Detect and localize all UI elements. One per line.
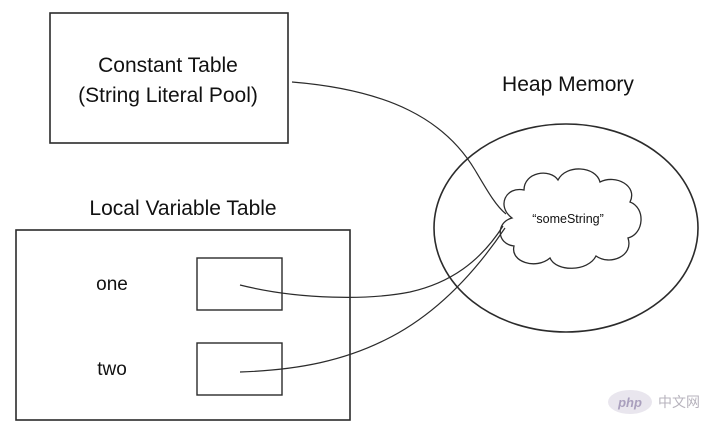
local-variable-table: one two — [15, 229, 351, 421]
php-logo: php — [608, 390, 652, 414]
variable-slot-two — [196, 342, 283, 396]
heap-memory-title: Heap Memory — [502, 73, 634, 96]
constant-table-box — [49, 12, 289, 144]
local-variable-table-title: Local Variable Table — [89, 197, 276, 220]
watermark-text: 中文网 — [658, 394, 700, 410]
local-variable-table-box — [15, 229, 351, 421]
string-object-label: “someString” — [532, 212, 604, 226]
one-reference-line — [239, 225, 504, 298]
string-object-cloud — [499, 168, 642, 269]
constant-table: Constant Table (String Literal Pool) — [49, 12, 289, 144]
variable-slot-one — [196, 257, 283, 311]
constant-table-title: Constant Table — [98, 54, 238, 77]
php-cn-watermark: php 中文网 — [608, 390, 700, 414]
variable-label-two: two — [97, 359, 127, 380]
constant-table-subtitle: (String Literal Pool) — [78, 84, 258, 107]
two-reference-line — [239, 227, 506, 373]
pool-reference-line — [291, 81, 507, 215]
variable-label-one: one — [96, 274, 128, 295]
